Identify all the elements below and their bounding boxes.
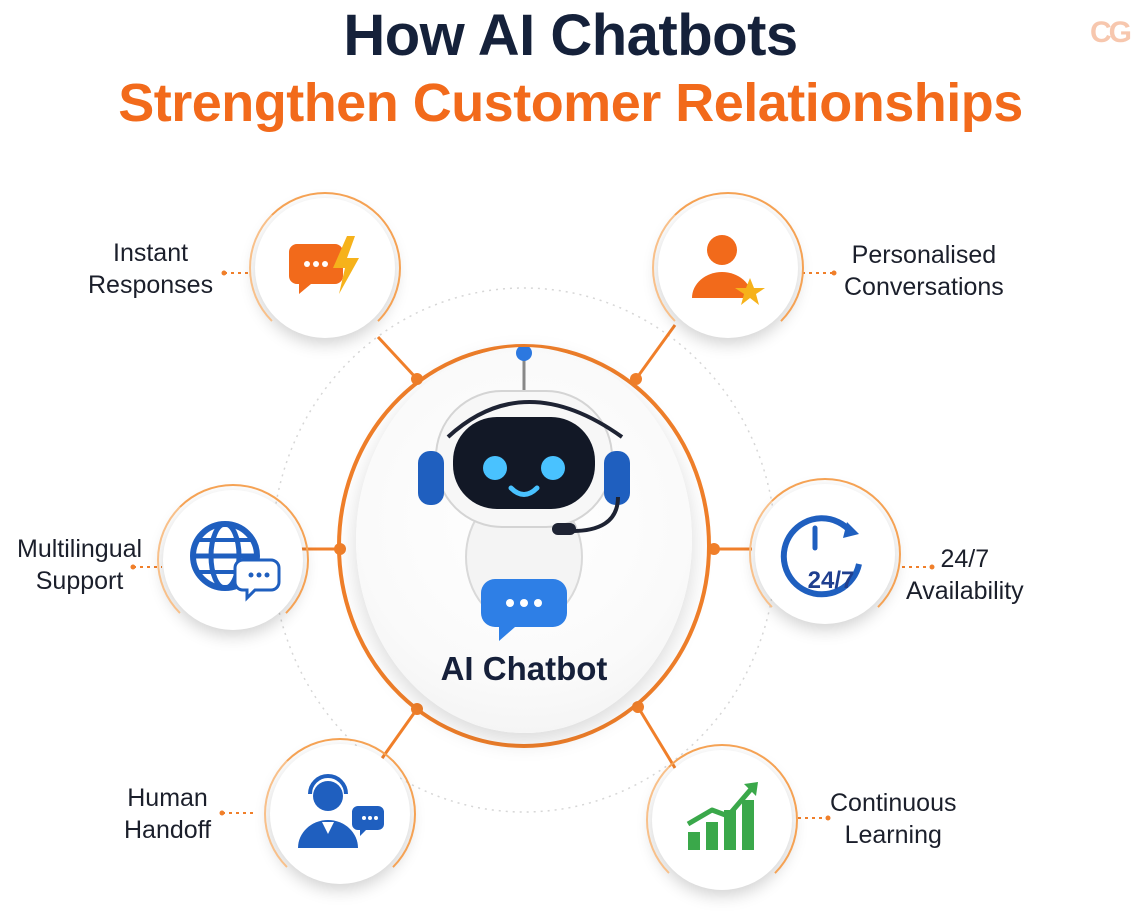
headset-agent-icon [298, 774, 384, 848]
label-personalised-conversations: Personalised Conversations [844, 241, 1004, 301]
brand-logo: CG [1090, 16, 1132, 49]
label-instant-responses: Instant Responses [88, 239, 214, 299]
label-human-handoff: Human Handoff [124, 784, 212, 844]
node-multilingual-support [157, 484, 309, 636]
label-availability: 24/7 Availability [906, 545, 1024, 605]
chat-bolt-icon [289, 236, 359, 294]
node-availability: 24/7 [749, 478, 901, 630]
label-continuous-learning: Continuous Learning [830, 789, 957, 849]
clock-24-7-icon: 24/7 [780, 515, 862, 598]
label-multilingual-support: Multilingual Support [17, 535, 143, 595]
growth-chart-icon [686, 782, 758, 850]
node-personalised-conversations [652, 192, 804, 344]
title-line-1: How AI Chatbots [343, 3, 798, 68]
robot-icon [418, 345, 630, 641]
user-star-icon [692, 235, 765, 305]
node-continuous-learning [646, 744, 798, 896]
node-instant-responses [249, 192, 401, 344]
svg-text:24/7: 24/7 [808, 567, 855, 594]
ai-chatbot-hub [356, 345, 692, 733]
title-line-2: Strengthen Customer Relationships [118, 73, 1023, 133]
hub-label: AI Chatbot [440, 650, 608, 687]
globe-chat-icon [190, 521, 281, 602]
node-human-handoff [264, 738, 416, 890]
